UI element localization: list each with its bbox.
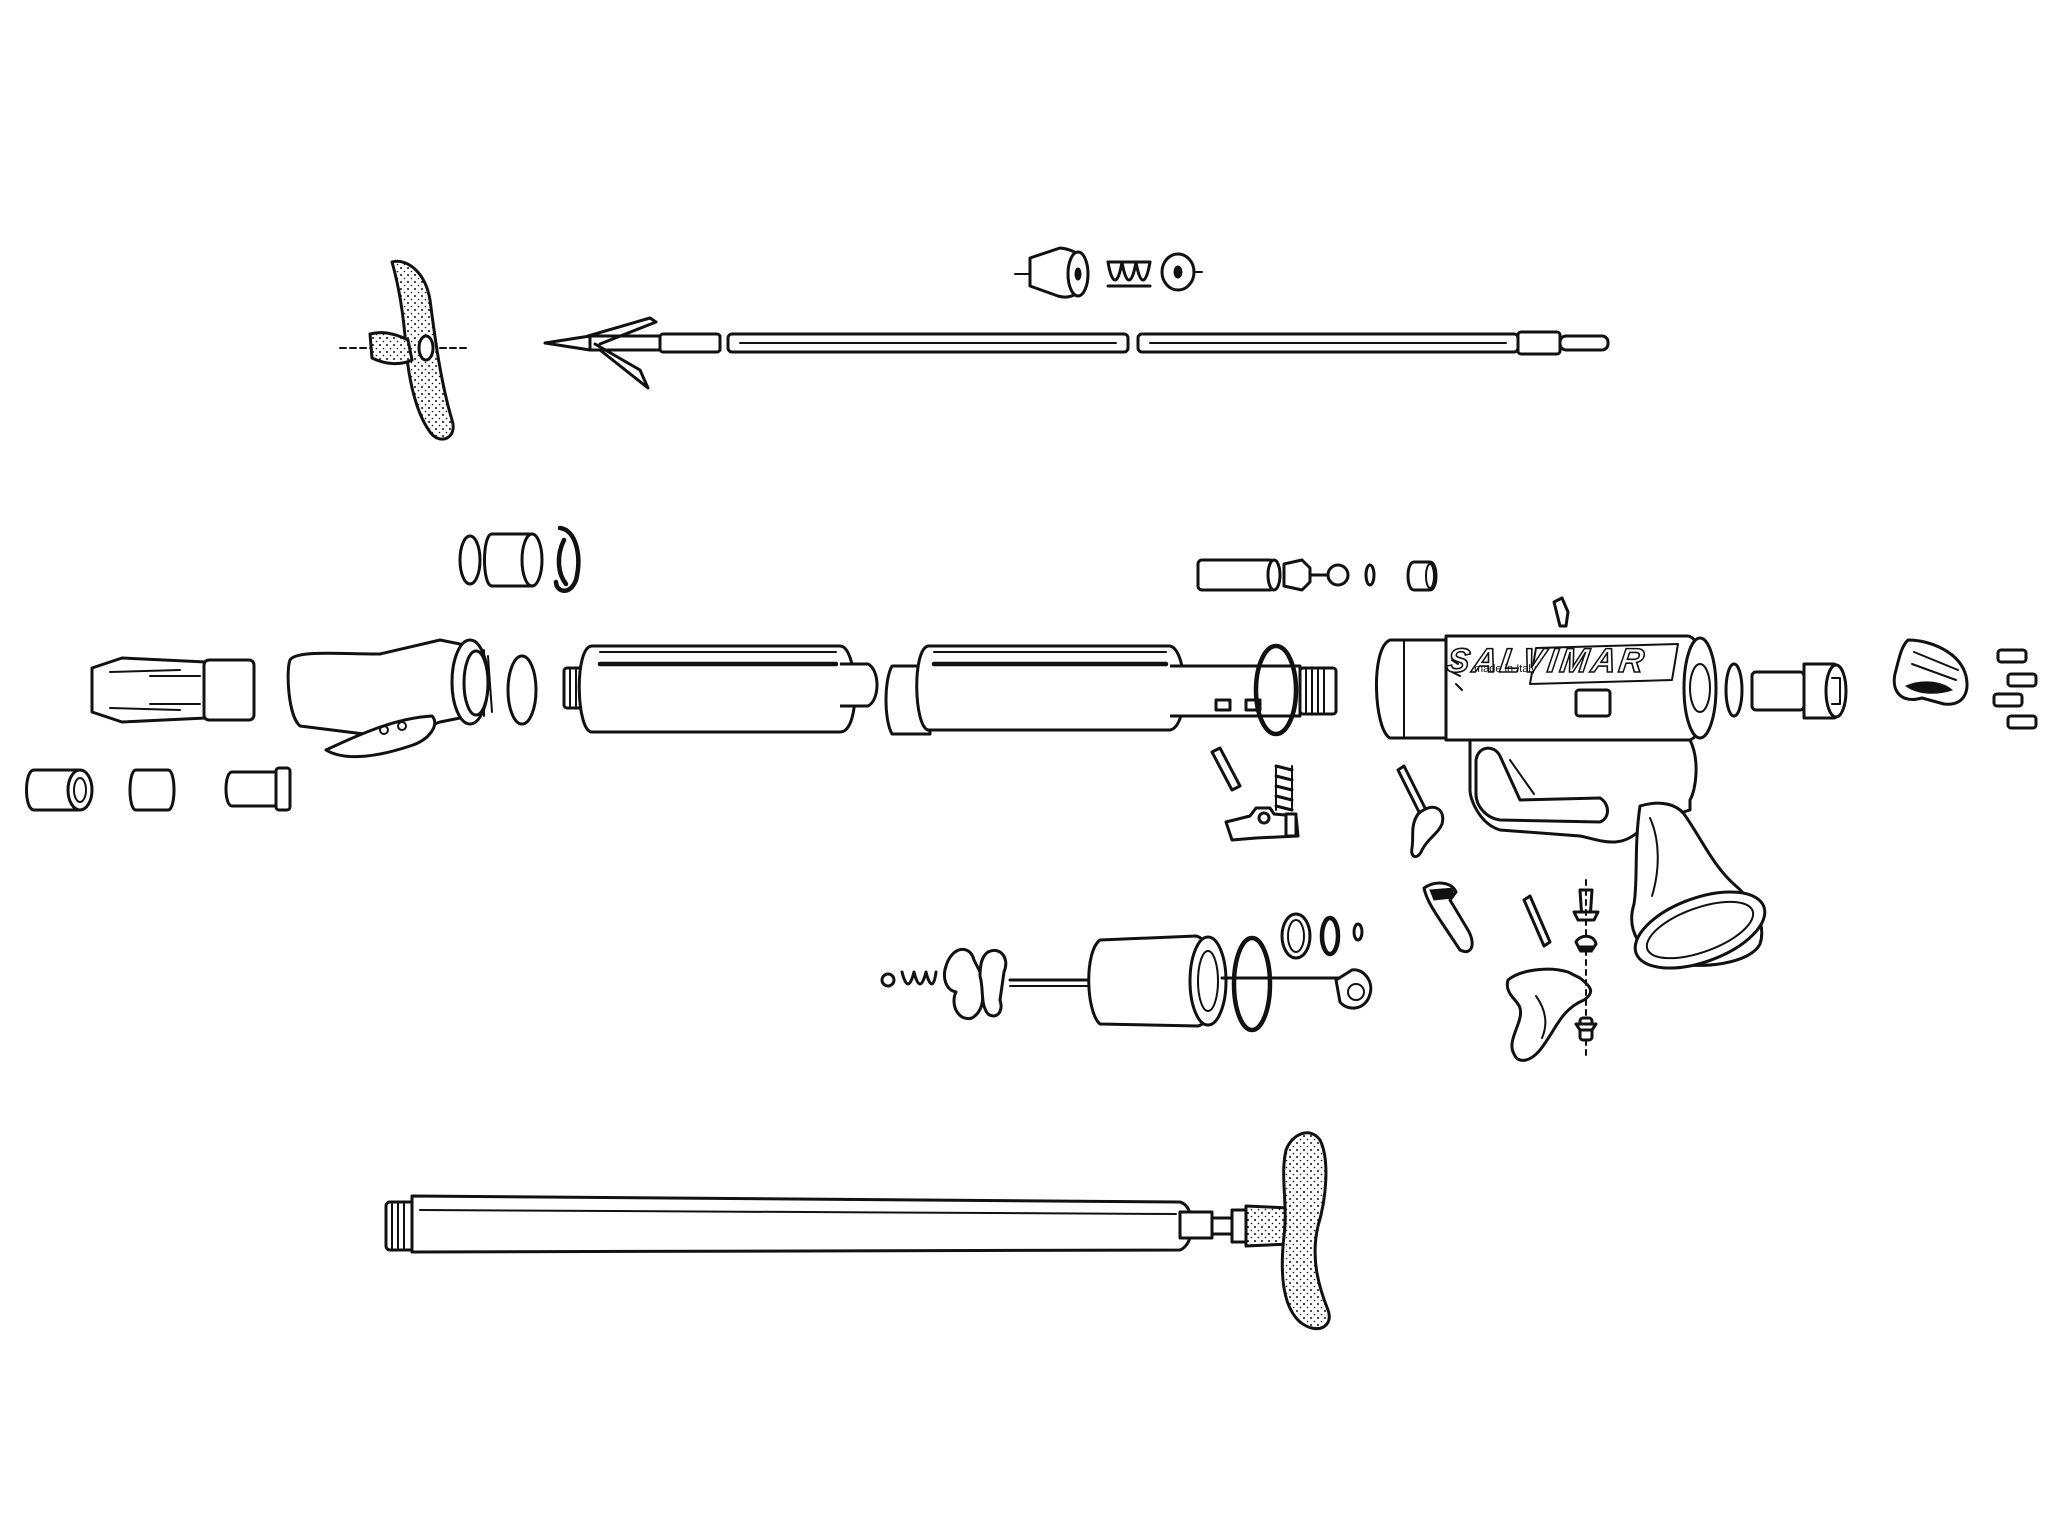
- shaft-tip-group: [339, 246, 1610, 441]
- muzzle-head: [90, 656, 256, 724]
- end-cap-screws: [1992, 648, 2038, 730]
- barrel-section-front: [562, 644, 879, 734]
- piston-upper-parts: [1196, 558, 1438, 592]
- barrel-lower-mechanism: [1210, 746, 1300, 842]
- trigger-assembly: [1422, 879, 1600, 1062]
- barrel-section-rear: [884, 643, 1338, 737]
- shaft-handle: [339, 259, 471, 441]
- handle-rear-parts: [1724, 638, 2038, 730]
- handle-body: SALVIMAR made in Italy: [1375, 596, 1767, 970]
- barrel-upper-small-parts: [458, 525, 581, 593]
- shaft-slide-parts: [1014, 246, 1203, 299]
- brand-mark-text: SALVIMAR: [1444, 642, 1649, 680]
- shaft-rod: [726, 330, 1610, 356]
- valve-assembly: [880, 912, 1373, 1033]
- muzzle-spare-parts: [25, 766, 292, 812]
- made-in-mark-text: made in Italy: [1474, 663, 1537, 675]
- barrel-front-joint: [286, 638, 538, 759]
- loading-pump: [384, 1131, 1331, 1331]
- shaft-tip: [543, 316, 722, 390]
- handle-sear-parts: [1396, 764, 1445, 858]
